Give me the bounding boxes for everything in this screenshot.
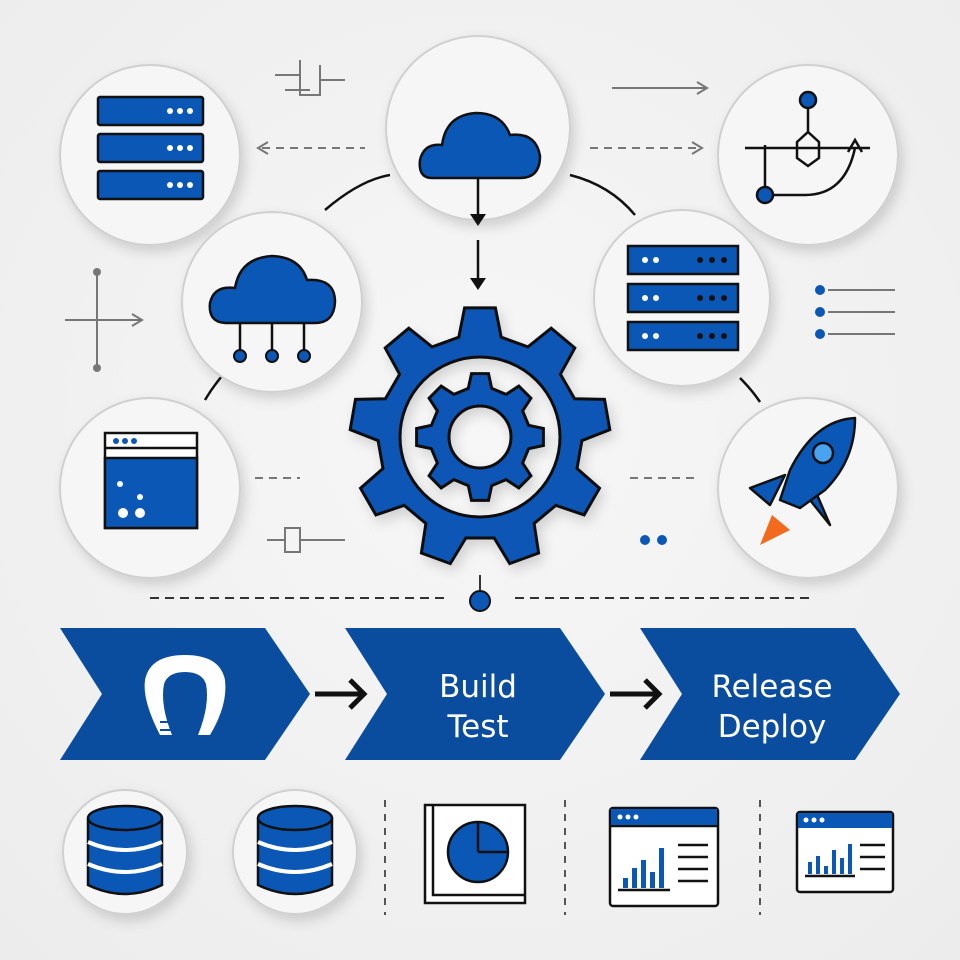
central-gear-icon: [348, 306, 612, 566]
rocket-icon: [748, 416, 857, 545]
server-stack-icon: [96, 95, 205, 201]
stage-label-deploy: Deploy: [718, 709, 827, 745]
decorative-lines: [65, 60, 895, 915]
large-gear: [348, 306, 612, 566]
pipeline-stage-release-deploy[interactable]: Release Deploy: [640, 628, 900, 760]
stage-label-build: Build: [439, 669, 517, 705]
connector-arcs: [203, 173, 762, 403]
stage-label-release: Release: [711, 669, 832, 705]
small-gear: [415, 372, 545, 502]
flow-arrow: [610, 678, 663, 710]
pipeline-stage-build-test[interactable]: Build Test: [345, 628, 605, 760]
server-rack-icon: [626, 244, 740, 352]
analytics-window-icon: [795, 810, 895, 894]
flow-arrow: [315, 678, 368, 710]
app-window-icon: [103, 431, 199, 530]
source-control-icon: [144, 655, 226, 735]
stage-label-test: Test: [446, 709, 508, 745]
bar-chart-dashboard-icon: [608, 806, 720, 908]
pie-chart-report-icon: [423, 803, 527, 905]
cloud-network-icon: [208, 254, 337, 363]
cloud-download-icon: [418, 111, 542, 290]
pipeline-stage-source[interactable]: [60, 628, 310, 760]
database-icon: [86, 804, 164, 896]
pipeline: Build Test Release Deploy: [60, 628, 900, 760]
database-icon: [256, 804, 334, 896]
git-branch-icon: [745, 90, 870, 205]
decorative-dots: [469, 285, 825, 612]
